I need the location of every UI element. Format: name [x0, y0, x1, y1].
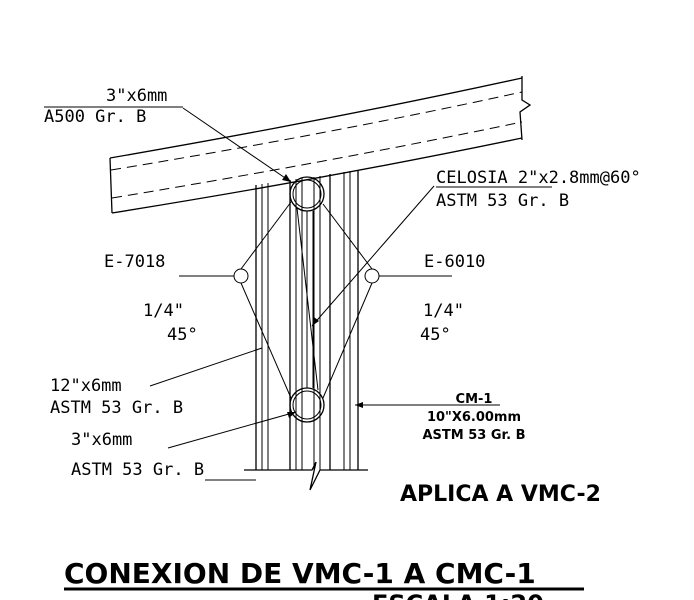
weld-left-symbol	[179, 201, 292, 399]
applies-label: APLICA A VMC-2	[400, 482, 601, 507]
column-name-label: CM-1	[456, 392, 493, 407]
top-pipe-size-label: 3"x6mm	[106, 86, 167, 106]
column	[244, 170, 368, 491]
weld-right-size-label: 1/4"	[423, 301, 464, 321]
weld-left-size-label: 1/4"	[143, 301, 184, 321]
curved-beam	[109, 76, 532, 214]
weld-left-label: E-7018	[104, 252, 165, 272]
celosia-spec-label: ASTM 53 Gr. B	[436, 191, 569, 211]
weld-right-angle-label: 45°	[420, 325, 451, 345]
bottom-pipe-size-label: 3"x6mm	[71, 430, 132, 450]
column-spec-label: ASTM 53 Gr. B	[423, 428, 526, 443]
top-pipe-spec-label: A500 Gr. B	[44, 107, 146, 127]
weld-right-symbol	[322, 203, 452, 399]
drawing-title: CONEXION DE VMC-1 A CMC-1	[64, 557, 536, 590]
scale-label: ESCALA 1:20	[372, 590, 544, 600]
plate-spec-label: ASTM 53 Gr. B	[50, 398, 183, 418]
bottom-pipe	[289, 387, 325, 423]
plate-size-label: 12"x6mm	[50, 376, 122, 396]
celosia-size-label: CELOSIA 2"x2.8mm@60°	[436, 168, 641, 188]
leaders	[149, 107, 500, 481]
column-size-label: 10"X6.00mm	[427, 410, 521, 425]
bottom-pipe-spec-label: ASTM 53 Gr. B	[71, 460, 204, 480]
celosia-lattice	[296, 207, 319, 391]
top-pipe	[289, 176, 325, 212]
weld-left-angle-label: 45°	[167, 325, 198, 345]
weld-right-label: E-6010	[424, 252, 485, 272]
